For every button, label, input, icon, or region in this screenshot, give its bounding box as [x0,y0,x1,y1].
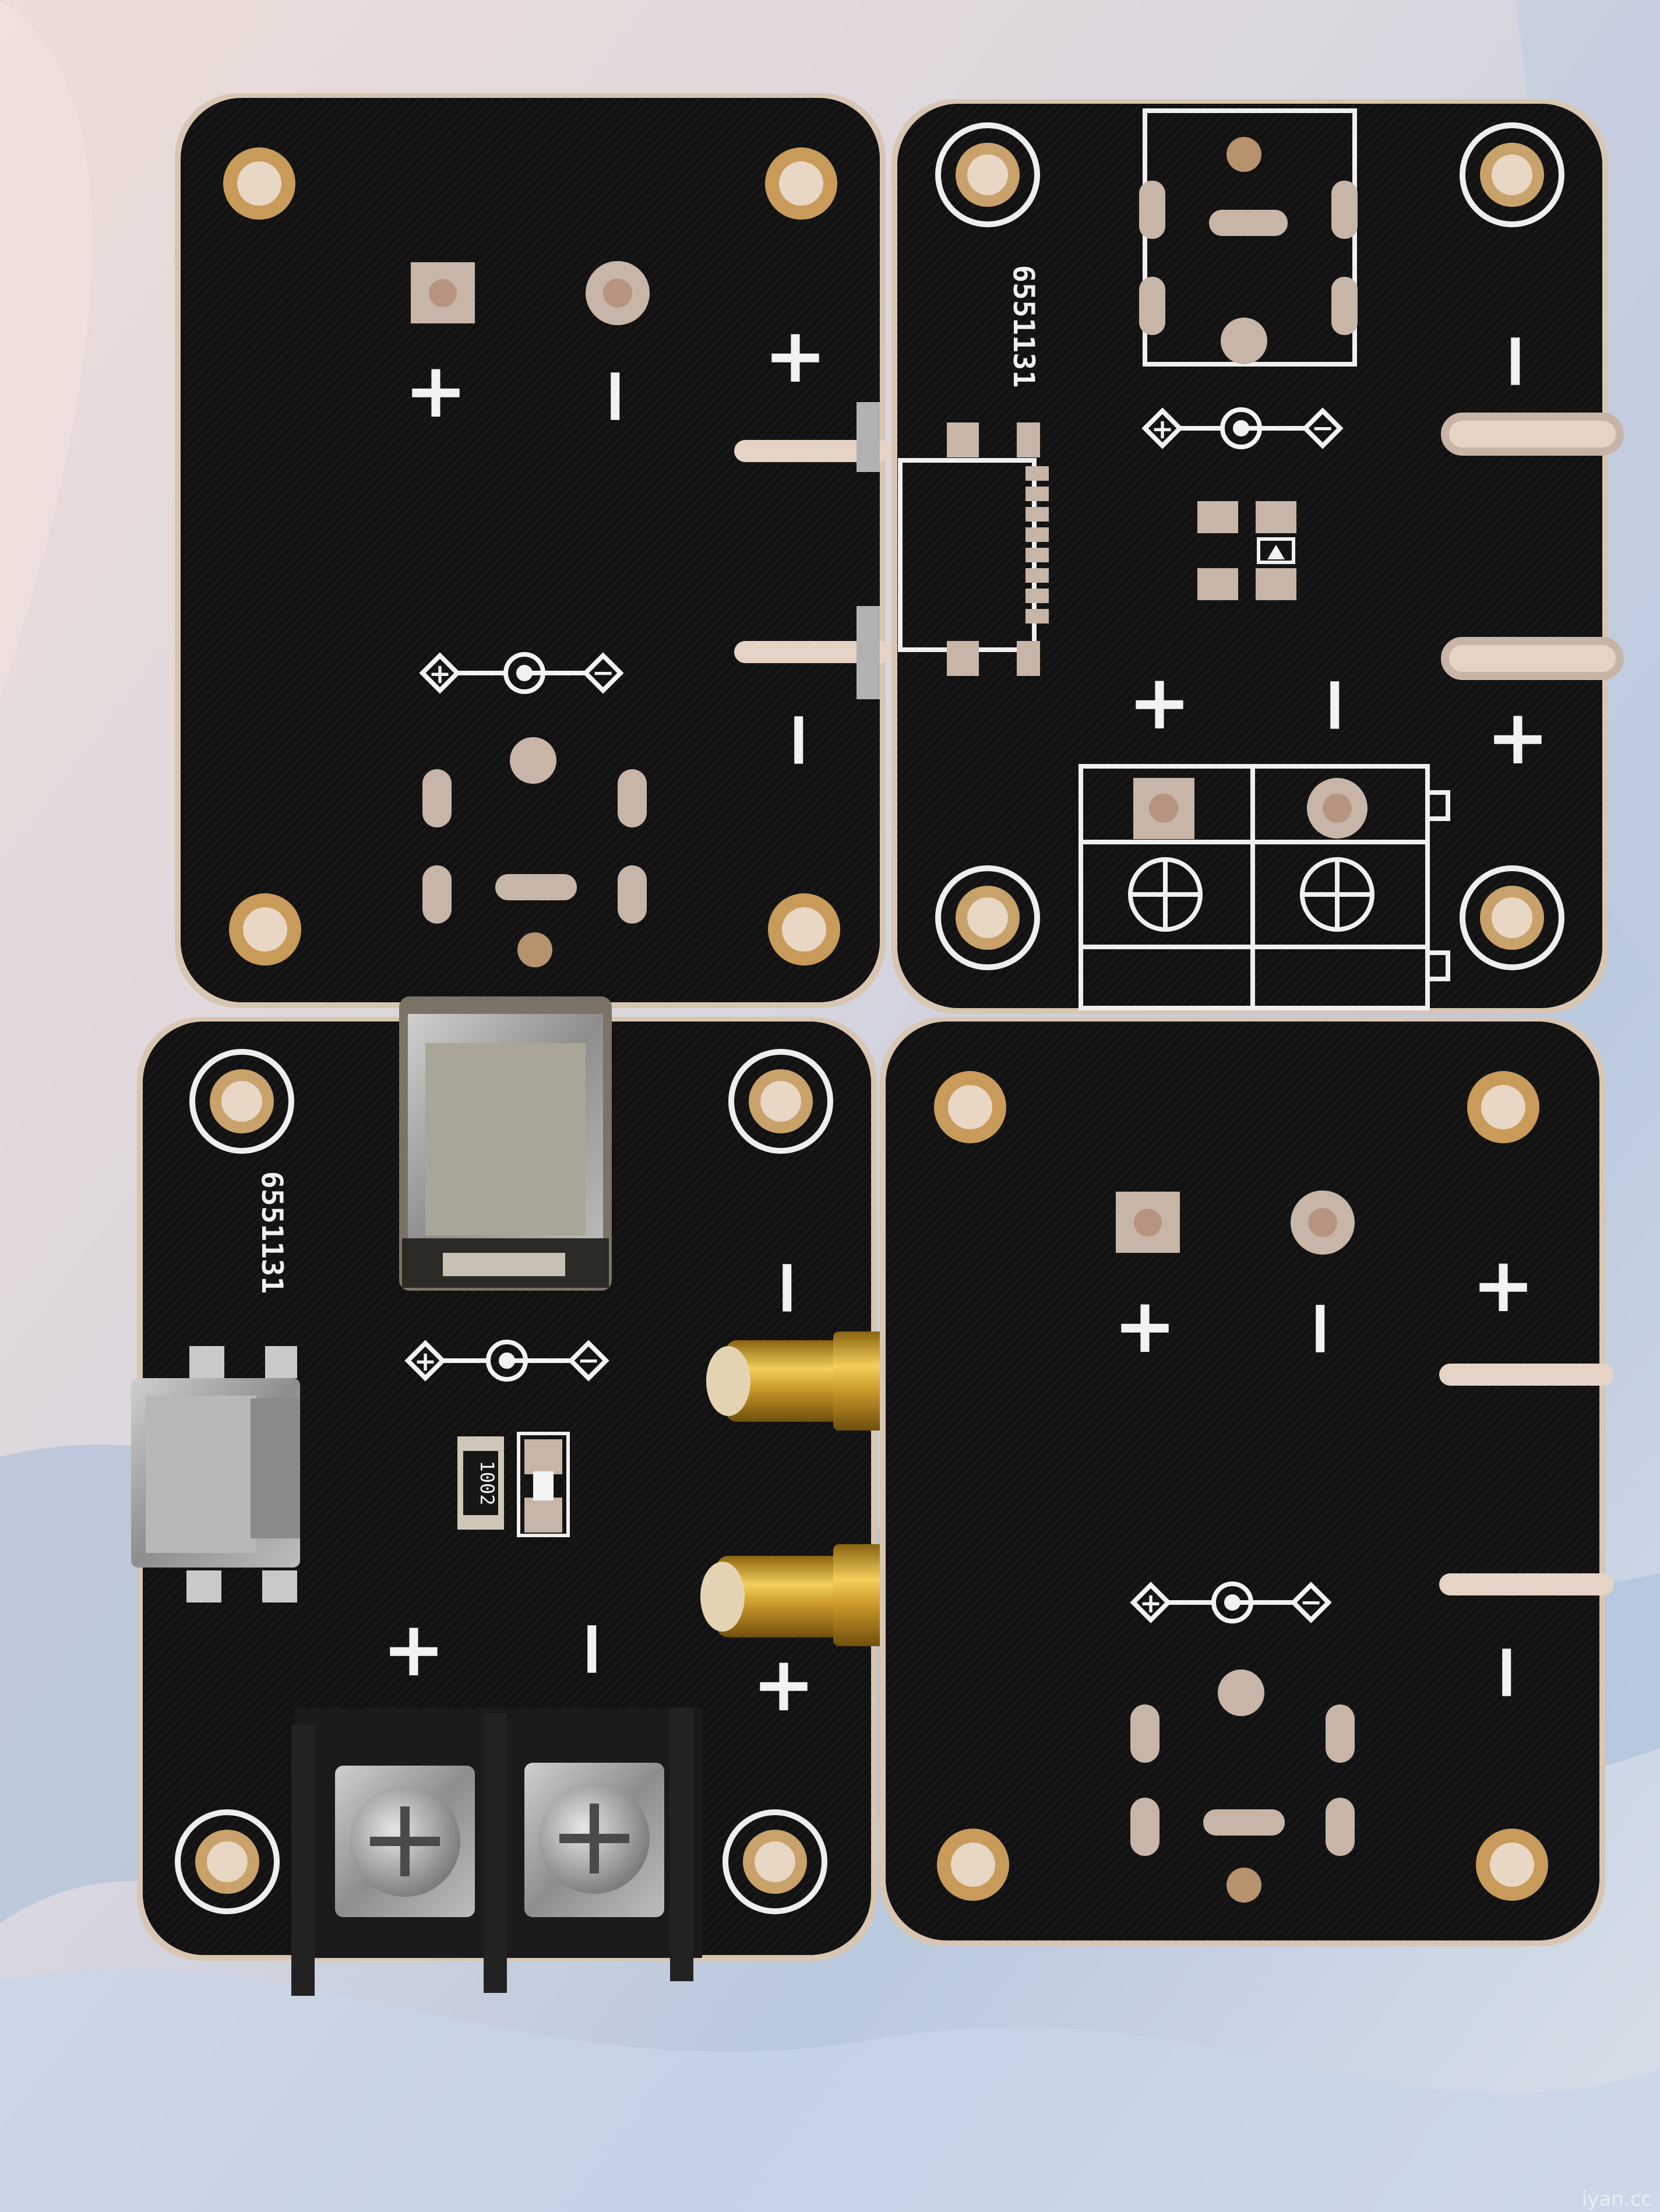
slot-pad [1130,1704,1159,1763]
label-minus: − [1474,330,1562,393]
edge-pad [857,606,880,699]
slide-switch [399,996,612,1291]
mounting-hole [935,122,1040,227]
polarity-minus: − [577,1344,600,1376]
mounting-hole [1467,1071,1539,1143]
mounting-hole [728,1049,833,1154]
slot-pad [422,865,452,924]
polarity-minus: − [592,657,615,688]
via-pad [517,932,552,967]
polarity-plus: + [1140,1587,1162,1619]
pcb-bottom-right: + − + + − − [880,1017,1614,1946]
mounting-hole [189,1049,294,1154]
label-plus: + [1472,1241,1535,1329]
polarity-symbol [1141,407,1344,449]
polarity-minus: − [1312,412,1334,443]
label-plus: + [1113,1281,1177,1370]
label-plus: + [752,1640,816,1728]
edge-pad [857,402,880,472]
mounting-hole [935,865,1040,970]
slot-pad [422,769,452,827]
switch-outline [1143,108,1357,367]
polarity-plus: + [429,658,452,689]
label-plus: + [764,311,827,400]
polarity-plus: + [1151,413,1174,445]
slot-pad [1209,210,1288,236]
slot-pad [618,865,647,924]
slot-pad [495,874,577,900]
serial-number: 6551131 [255,1171,289,1294]
mounting-hole [1460,865,1564,970]
label-minus: − [757,709,845,772]
label-minus: − [745,1256,834,1320]
pcb-top-right: 6551131 − + − [891,99,1624,1014]
edge-slot [734,440,891,462]
edge-slot [1441,637,1624,680]
screw-terminal-block [291,1707,702,1996]
label-minus: − [1293,674,1381,737]
edge-slot [734,641,891,663]
serial-number: 6551131 [1007,265,1041,388]
pcb-bottom-left: 6551131 − + − [131,996,889,1996]
fabric-swirl [0,0,93,699]
slot-pad [1326,1704,1355,1763]
polarity-symbol [404,1340,609,1382]
polarity-plus: + [414,1345,437,1377]
mounting-hole [722,1809,827,1914]
slot-pad [618,769,647,827]
watermark: iyan.cc [1582,2188,1652,2211]
mounting-hole [1476,1829,1548,1901]
polarity-minus: − [1300,1586,1323,1618]
slot-pad [1203,1809,1285,1836]
mounting-hole [229,893,301,966]
round-pad [1221,318,1267,364]
slot-pad [1331,181,1358,239]
mounting-hole [937,1829,1009,1901]
via-pad [1227,137,1261,172]
edge-slot [1441,413,1624,456]
slot-pad [1331,277,1358,335]
edge-slot [1439,1573,1614,1595]
label-plus: + [1128,658,1192,746]
polarity-symbol [419,652,624,694]
usb-c-footprint [898,422,1049,676]
mounting-hole [175,1809,280,1914]
pcb-top-left: + − + − + − [175,93,891,1008]
label-plus: + [1486,693,1550,781]
slot-pad [1326,1798,1355,1856]
label-plus: + [404,346,468,435]
round-pad [510,737,556,784]
resistor-code: 1002 [476,1460,498,1505]
slot-pad [1139,277,1165,335]
smd-pads [1197,501,1296,600]
mounting-hole [1460,122,1564,227]
mounting-hole [768,893,840,966]
round-pad [1218,1669,1264,1716]
label-plus: + [382,1605,446,1693]
via-pad [429,279,457,307]
pogo-pin [706,1332,889,1431]
pogo-pin [700,1544,886,1646]
smd-led [517,1432,570,1537]
via-pad [1227,1868,1261,1903]
polarity-symbol [1130,1581,1332,1623]
mounting-hole [223,147,295,220]
slot-pad [1139,181,1165,239]
terminal-footprint [1079,764,1450,1010]
label-minus: − [550,1618,639,1681]
label-minus: − [573,365,662,428]
usb-c-connector [131,1346,300,1602]
edge-slot [1439,1364,1614,1386]
label-minus: − [1278,1297,1367,1361]
label-minus: − [1465,1641,1553,1704]
mounting-hole [934,1071,1006,1143]
smd-resistor [457,1436,504,1530]
slot-pad [1130,1798,1159,1856]
fabric-swirl [0,1969,1660,2212]
mounting-hole [765,147,837,220]
